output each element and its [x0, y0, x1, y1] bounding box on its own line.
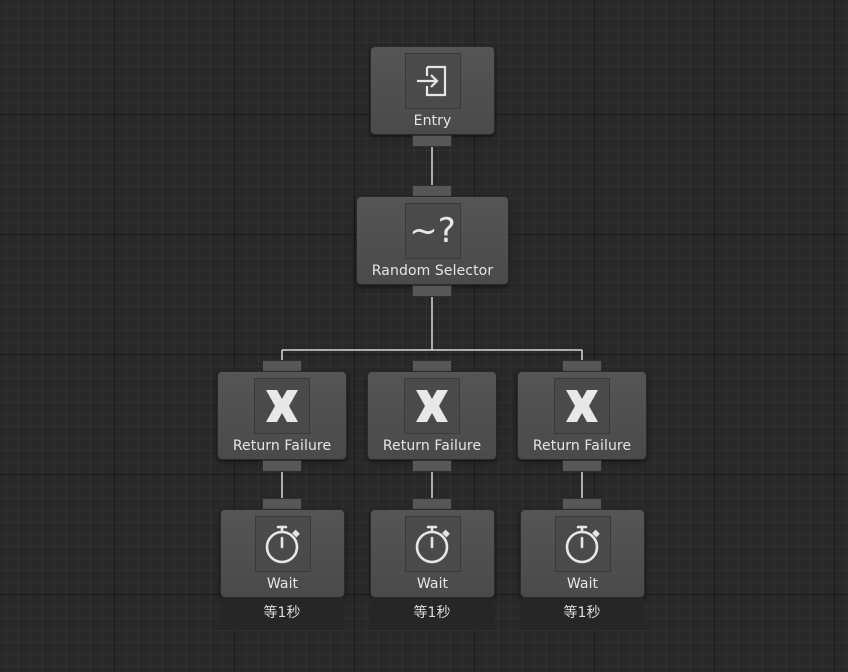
wait-node-2[interactable]: Wait	[370, 509, 495, 598]
x-icon	[416, 390, 448, 422]
return-failure-2-output-port[interactable]	[412, 460, 452, 472]
stopwatch-icon	[265, 525, 300, 564]
random-selector-label: Random Selector	[371, 263, 494, 279]
return-failure-3-icon-box	[554, 378, 610, 434]
wait-3-icon-box	[554, 516, 611, 572]
random-selector-icon-box: ~?	[404, 203, 461, 259]
x-icon	[566, 390, 598, 422]
return-failure-3-output-port[interactable]	[562, 460, 602, 472]
entry-icon-box	[404, 53, 461, 109]
return-failure-2-icon-box	[404, 378, 460, 434]
return-failure-2-label: Return Failure	[382, 438, 482, 454]
wait-3-comment: 等1秒	[520, 598, 644, 630]
return-failure-1-label: Return Failure	[232, 438, 332, 454]
random-selector-icon: ~?	[409, 211, 456, 251]
entry-output-port[interactable]	[412, 135, 452, 147]
return-failure-1-icon-box	[254, 378, 310, 434]
stopwatch-icon	[565, 525, 600, 564]
return-failure-node-2[interactable]: Return Failure	[367, 371, 497, 460]
random-selector-output-port[interactable]	[412, 285, 452, 297]
wait-2-comment: 等1秒	[370, 598, 494, 630]
wait-2-label: Wait	[416, 576, 449, 592]
x-icon	[266, 390, 298, 422]
return-failure-3-label: Return Failure	[532, 438, 632, 454]
entry-node[interactable]: Entry	[370, 46, 495, 135]
wait-node-1[interactable]: Wait	[220, 509, 345, 598]
return-failure-node-3[interactable]: Return Failure	[517, 371, 647, 460]
return-failure-1-output-port[interactable]	[262, 460, 302, 472]
stopwatch-icon	[415, 525, 450, 564]
wait-1-comment: 等1秒	[220, 598, 344, 630]
return-failure-node-1[interactable]: Return Failure	[217, 371, 347, 460]
wait-3-label: Wait	[566, 576, 599, 592]
wait-node-3[interactable]: Wait	[520, 509, 645, 598]
entry-label: Entry	[413, 113, 452, 129]
wait-1-icon-box	[254, 516, 311, 572]
wait-1-label: Wait	[266, 576, 299, 592]
entry-icon	[416, 65, 446, 97]
wait-2-icon-box	[404, 516, 461, 572]
random-selector-node[interactable]: ~? Random Selector	[356, 196, 509, 285]
